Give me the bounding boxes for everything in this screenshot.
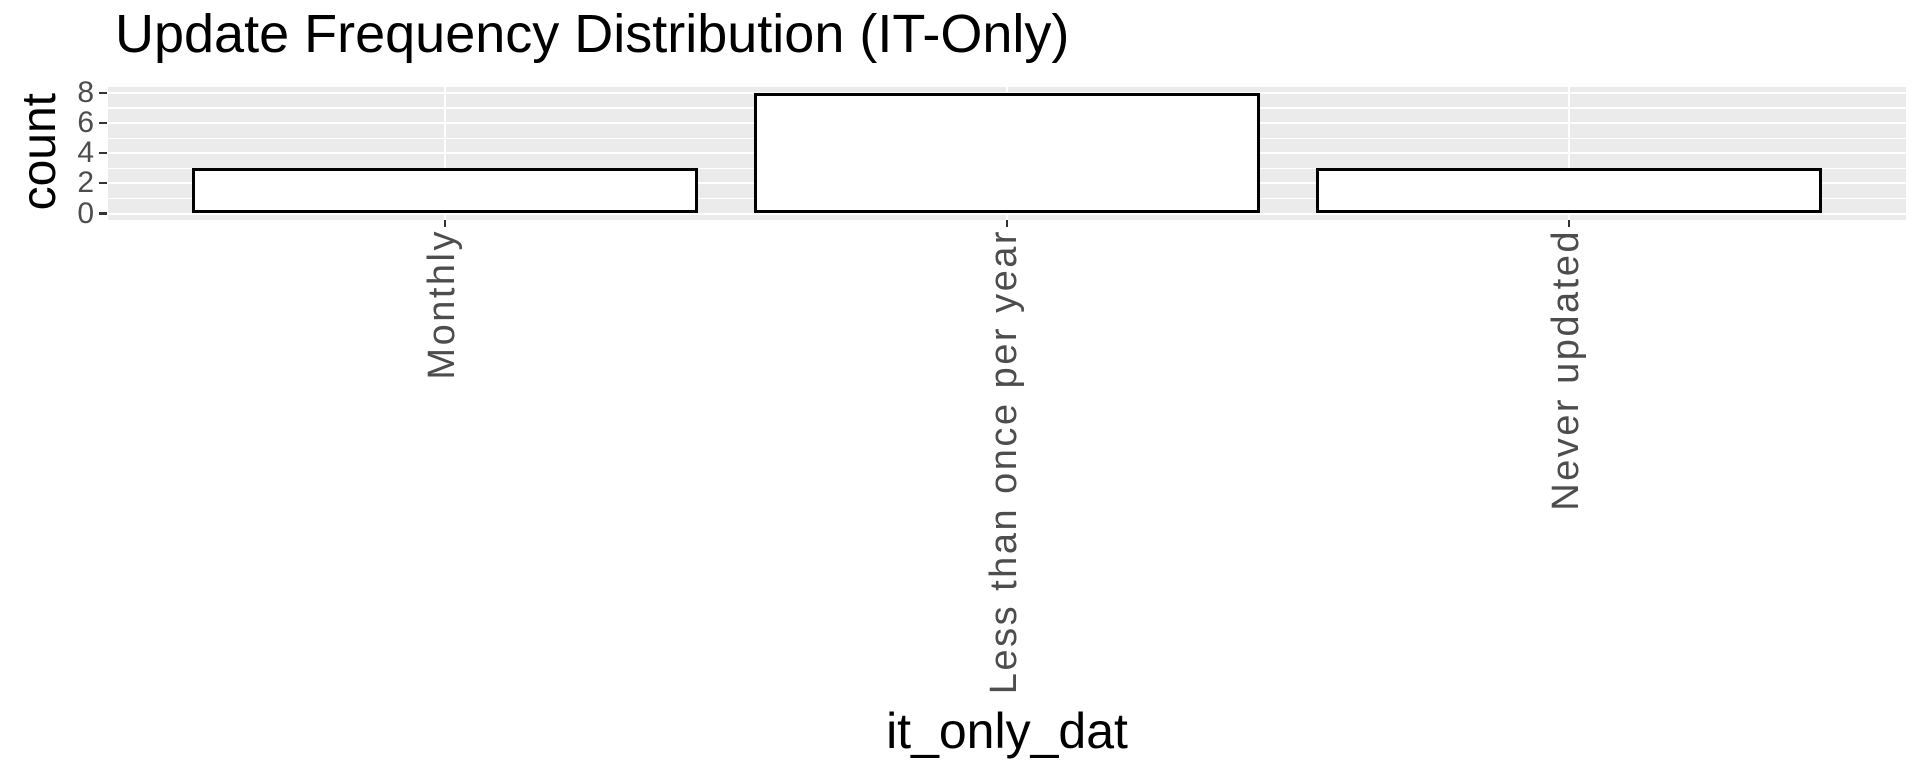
- bar: [1316, 168, 1822, 214]
- y-tick-label: 8: [77, 76, 94, 110]
- y-tick-label: 6: [77, 106, 94, 140]
- y-tick-label: 4: [77, 136, 94, 170]
- plot-panel: [108, 87, 1906, 220]
- gridline-major-vertical: [444, 87, 447, 220]
- bar: [192, 168, 698, 214]
- chart-title: Update Frequency Distribution (IT-Only): [115, 4, 1070, 64]
- y-tick-mark: [99, 92, 107, 95]
- x-tick-mark: [444, 220, 447, 227]
- x-axis-title: it_only_dat: [886, 703, 1128, 759]
- gridline-major-vertical: [1567, 87, 1570, 220]
- x-tick-label: Monthly: [421, 229, 464, 380]
- x-tick-label: Never updated: [1544, 229, 1587, 511]
- y-tick-label: 0: [77, 196, 94, 230]
- y-tick-mark: [99, 122, 107, 125]
- y-tick-mark: [99, 182, 107, 185]
- y-tick-mark: [99, 152, 107, 155]
- x-tick-mark: [1567, 220, 1570, 227]
- bar: [754, 93, 1260, 214]
- y-tick-mark: [99, 212, 107, 215]
- x-tick-mark: [1005, 220, 1009, 227]
- y-tick-label: 2: [77, 166, 94, 200]
- x-tick-label: Less than once per year: [983, 229, 1025, 695]
